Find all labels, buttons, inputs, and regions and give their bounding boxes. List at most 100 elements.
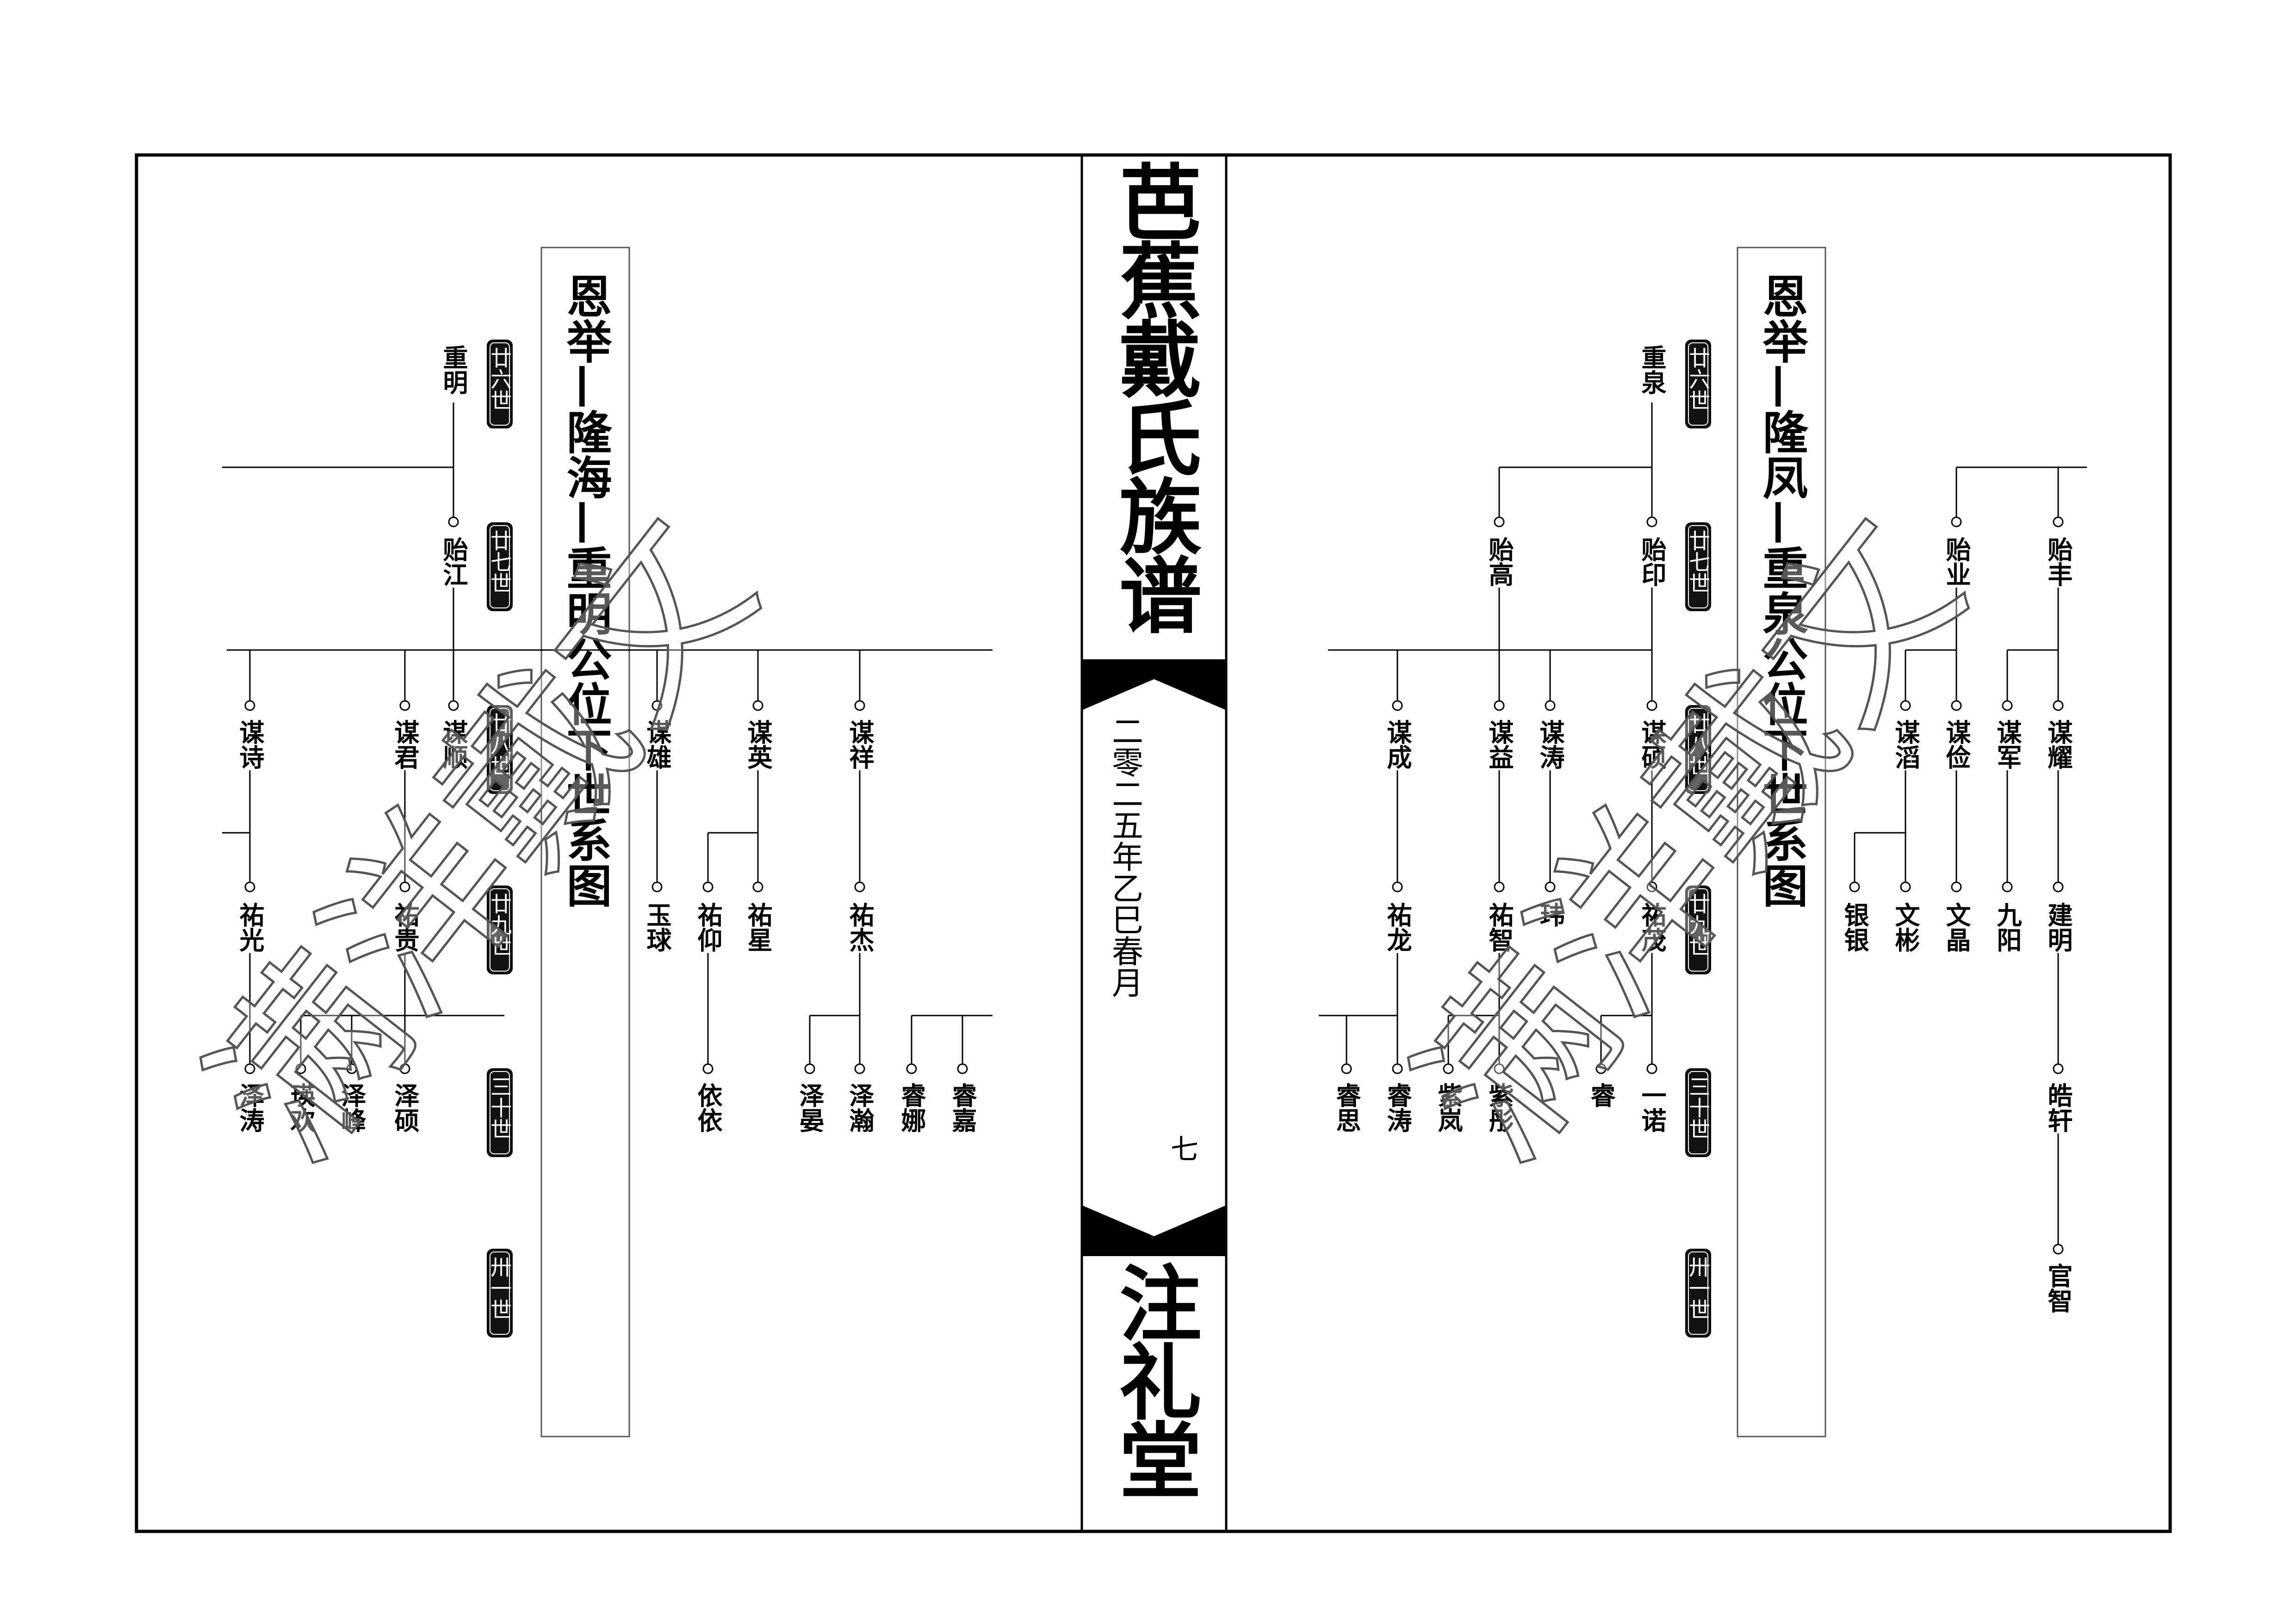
tree-node [2053,1244,2064,1255]
tree-node [1392,881,1403,892]
svg-text:廿七世: 廿七世 [487,530,512,594]
svg-text:廿九世: 廿九世 [487,893,512,957]
svg-text:廿七世: 廿七世 [1686,530,1711,594]
tree-node [244,1063,255,1074]
tree-node [448,516,459,527]
person-name: 官智 [2043,1263,2073,1313]
person-name: 谋军 [1992,719,2022,769]
tree-node [1646,881,1657,892]
person-name: 泽涛 [235,1083,265,1133]
tree-node [399,1063,410,1074]
tree-node [1341,1063,1352,1074]
watermark-layer: 满洋戴文满洋戴文 [168,481,2003,1199]
header-frame [540,247,630,1437]
tree-node [1951,516,1962,527]
tree-node [1646,700,1657,711]
tree-node [1494,1063,1505,1074]
person-name: 皓轩 [2043,1083,2073,1133]
person-name: 祐光 [235,902,265,952]
tree-node [906,1063,917,1074]
tree-node [702,1063,714,1074]
tree-node [399,700,410,711]
generation-badge: 廿七世 [1685,522,1711,611]
spine-title: 芭蕉戴氏族谱 [1106,160,1203,633]
left-page: 恩举—隆海—重明公位下世系图廿六世廿七世廿八世廿九世三十世卅一世重明贻江谋诗谋君… [222,247,993,1437]
person-name: 谋涛 [1535,719,1565,769]
tree-node [2053,881,2064,892]
tree-node [752,700,763,711]
generation-badge: 三十世 [487,1068,513,1157]
tree-node [1849,881,1860,892]
person-name: 瑛欢 [286,1083,316,1133]
svg-text:三十世: 三十世 [487,1076,512,1140]
svg-text:廿八世: 廿八世 [487,712,512,776]
person-name: 九阳 [1992,902,2022,952]
person-name: 祐仰 [693,902,723,952]
person-name: 谋成 [1383,719,1412,770]
generation-badge: 廿六世 [487,340,513,428]
tree-node [752,881,763,892]
tree-node [1545,700,1556,711]
person-name: 谋诗 [235,719,265,769]
tree-node [1494,516,1505,527]
person-name: 谋君 [390,719,420,769]
generation-badge: 廿八世 [1685,705,1711,794]
page-frame [135,153,2172,1533]
person-name: 祐龙 [1383,902,1412,952]
page-number: 七 [1171,1134,1198,1166]
tree-node [652,700,663,711]
person-name: 贻业 [1942,537,1971,587]
lineage-header: 恩举—隆海—重明公位下世系图 [559,273,613,908]
tree-node [1951,700,1962,711]
person-name: 紫彤 [1484,1083,1514,1133]
person-name: 紫岚 [1433,1083,1463,1133]
person-name: 泽峰 [337,1083,366,1133]
tree-node [702,881,714,892]
person-name: 睿涛 [1383,1083,1412,1133]
person-name: 谋耀 [2043,719,2073,769]
person-name: 谋硕 [1637,719,1667,769]
spine-band-bottom [1082,1205,1226,1256]
header-frame [1737,247,1826,1437]
person-name: 泽晏 [795,1083,825,1133]
tree-node [1951,881,1962,892]
tree-node [2002,700,2013,711]
generation-badge: 廿八世 [487,705,513,794]
generation-badge: 卅一世 [487,1249,513,1338]
tree-node [346,1063,357,1074]
person-name: 祐贵 [390,902,420,952]
tree-node [1900,881,1911,892]
generation-badge: 三十世 [1685,1068,1711,1157]
person-name: 睿娜 [897,1083,926,1133]
person-name: 睿 [1586,1083,1616,1108]
svg-text:廿八世: 廿八世 [1686,712,1711,776]
person-name: 文晶 [1942,902,1971,952]
person-name: 依依 [693,1083,723,1133]
person-name: 祐茂 [1637,902,1667,952]
tree-node [854,1063,865,1074]
tree-node [1494,700,1505,711]
tree-node [244,700,255,711]
tree-node [448,700,459,711]
person-name: 玉球 [642,902,672,952]
tree-node [1646,516,1657,527]
person-name: 贻丰 [2043,537,2073,587]
svg-text:廿六世: 廿六世 [1686,347,1711,411]
person-name: 文彬 [1891,902,1920,952]
spine: 芭蕉戴氏族谱 二零二五年乙巳春月 七 注礼堂 [1082,160,1226,1497]
person-name: 泽瀚 [845,1083,875,1133]
tree-node [804,1063,815,1074]
person-name: 祐星 [743,902,773,952]
svg-text:廿九世: 廿九世 [1686,893,1711,957]
person-name: 银银 [1840,902,1869,952]
tree-node [1900,700,1911,711]
tree-node [854,881,865,892]
person-name: 谋滔 [1891,719,1920,769]
person-name: 一诺 [1637,1083,1667,1133]
generation-badge: 廿七世 [487,522,513,611]
hall-name: 注礼堂 [1106,1261,1203,1497]
generation-badge: 廿九世 [487,886,513,974]
person-name: 玮 [1535,902,1565,927]
person-name: 谋雄 [642,719,672,769]
tree-node [2053,516,2064,527]
